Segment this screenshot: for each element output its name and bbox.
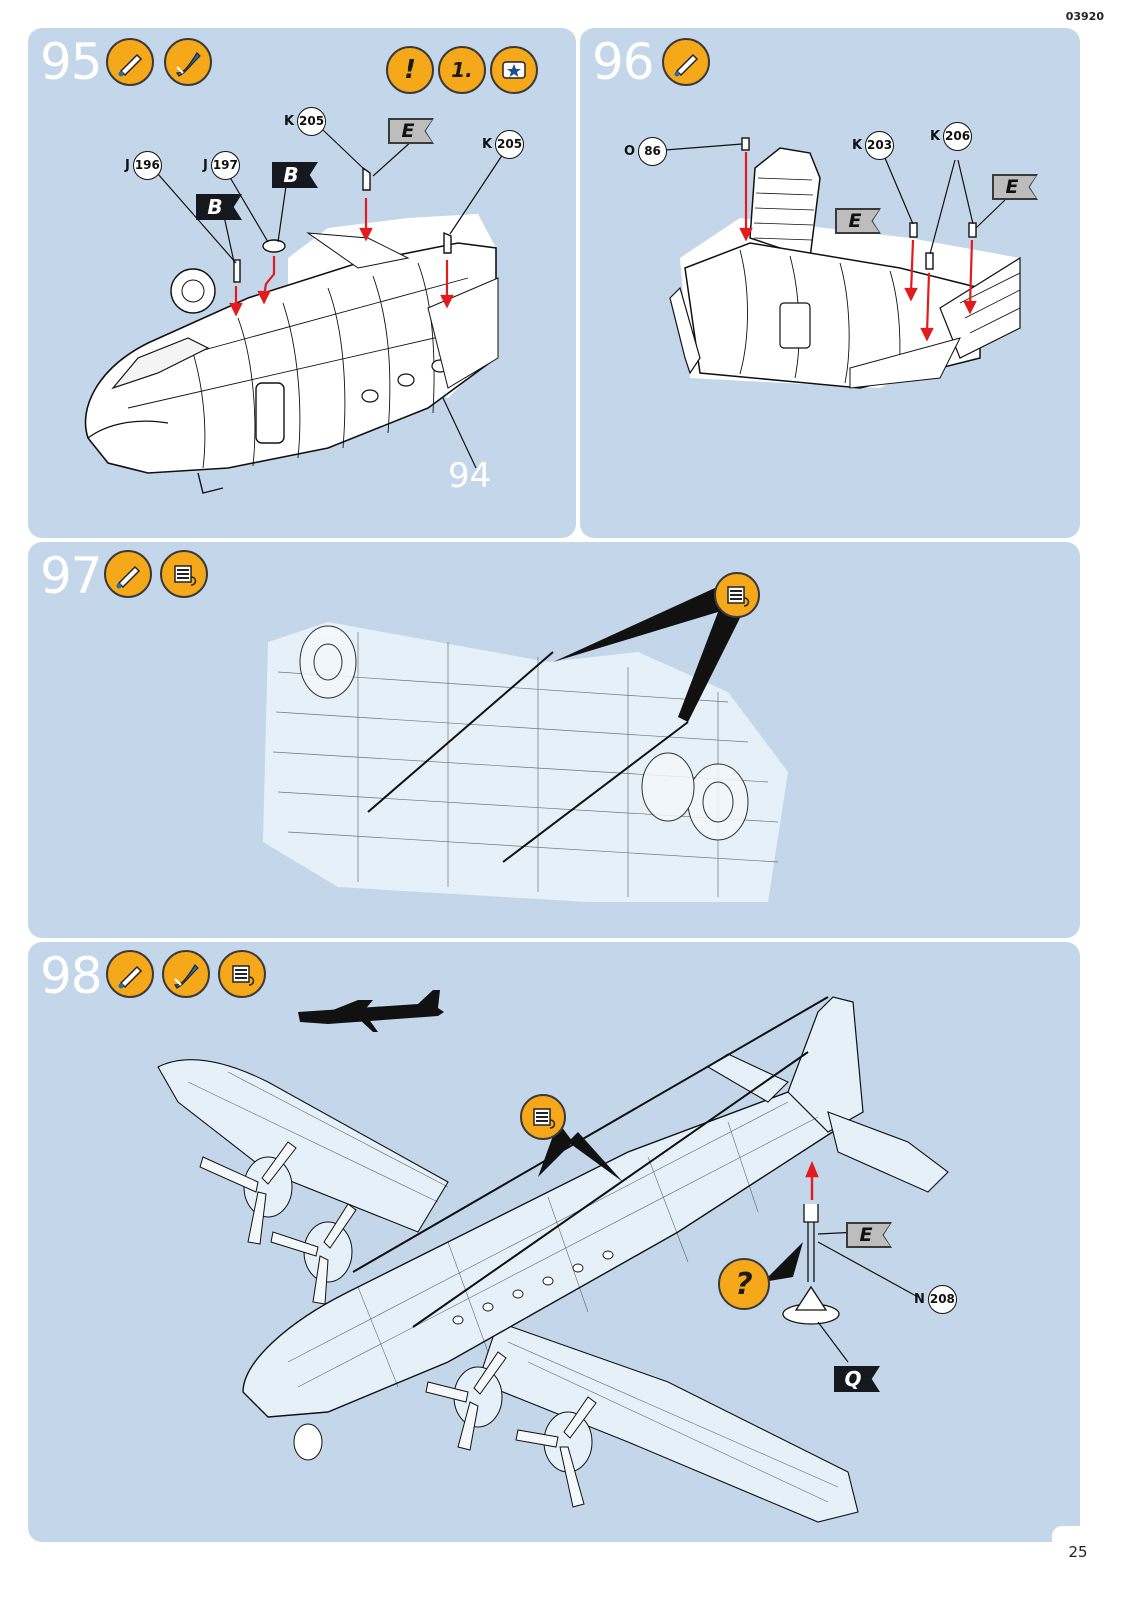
step-98-illustration	[157, 990, 949, 1523]
part-number: 196	[132, 151, 162, 180]
glue-icon	[104, 550, 152, 598]
part-label-k205-left: K 205	[284, 107, 327, 136]
reference-label-94: 94	[448, 456, 492, 496]
step-97-illustration	[263, 582, 788, 902]
step-96-panel: 96 O 86 K 203 K 206 E E	[580, 28, 1080, 538]
flag-letter: E	[837, 210, 879, 232]
glue-icon	[106, 950, 154, 998]
step-95-illustration	[84, 129, 504, 494]
step-96-number: 96	[592, 33, 655, 91]
part-letter: K	[930, 129, 941, 144]
part-label-k206: K 206	[930, 122, 973, 151]
help-icon: ?	[718, 1258, 770, 1310]
part-label-j197: J 197	[203, 151, 240, 180]
first-icon: 1.	[438, 46, 486, 94]
page-number: 25	[1052, 1526, 1104, 1578]
part-letter: O	[624, 144, 636, 159]
attention-icon: !	[386, 46, 434, 94]
part-letter: K	[852, 138, 863, 153]
part-label-j196: J 196	[125, 151, 162, 180]
step-96-illustration	[664, 137, 1021, 389]
decal-icon	[490, 46, 538, 94]
part-letter: J	[203, 158, 208, 173]
part-number: 205	[297, 107, 327, 136]
rigging-thread-icon	[520, 1094, 566, 1140]
part-number: 197	[210, 151, 240, 180]
part-number: 203	[865, 131, 895, 160]
part-letter: J	[125, 158, 130, 173]
part-number: 206	[943, 122, 973, 151]
step-95-number: 95	[40, 33, 103, 91]
rigging-thread-icon	[714, 572, 760, 618]
glue-icon	[662, 38, 710, 86]
step-95-panel: 95 ! 1. J 196 J 197 K 205 K 205 B B E 94	[28, 28, 576, 538]
part-label-k205-right: K 205	[482, 130, 525, 159]
part-number: 205	[495, 130, 525, 159]
part-letter: N	[914, 1292, 925, 1307]
glue-icon	[106, 38, 154, 86]
flag-letter: E	[390, 120, 432, 142]
aircraft-silhouette	[298, 990, 444, 1032]
flag-letter: E	[994, 176, 1036, 198]
step-97-panel: 97	[28, 542, 1080, 938]
part-number: 208	[927, 1285, 957, 1314]
step-97-number: 97	[40, 547, 103, 605]
part-letter: K	[284, 114, 295, 129]
flag-letter: E	[848, 1224, 890, 1246]
part-label-o86: O 86	[624, 137, 668, 166]
step-98-number: 98	[40, 947, 103, 1005]
color-flag-e-left: E	[835, 208, 881, 234]
part-label-k203: K 203	[852, 131, 895, 160]
rigging-thread-icon	[218, 950, 266, 998]
paint-brush-icon	[164, 38, 212, 86]
part-letter: K	[482, 137, 493, 152]
step-98-panel: 98 ? N 208 E Q	[28, 942, 1080, 1542]
part-number: 86	[638, 137, 668, 166]
part-label-n208: N 208	[914, 1285, 957, 1314]
document-code: 03920	[1065, 10, 1104, 23]
paint-brush-icon	[162, 950, 210, 998]
rigging-thread-icon	[160, 550, 208, 598]
